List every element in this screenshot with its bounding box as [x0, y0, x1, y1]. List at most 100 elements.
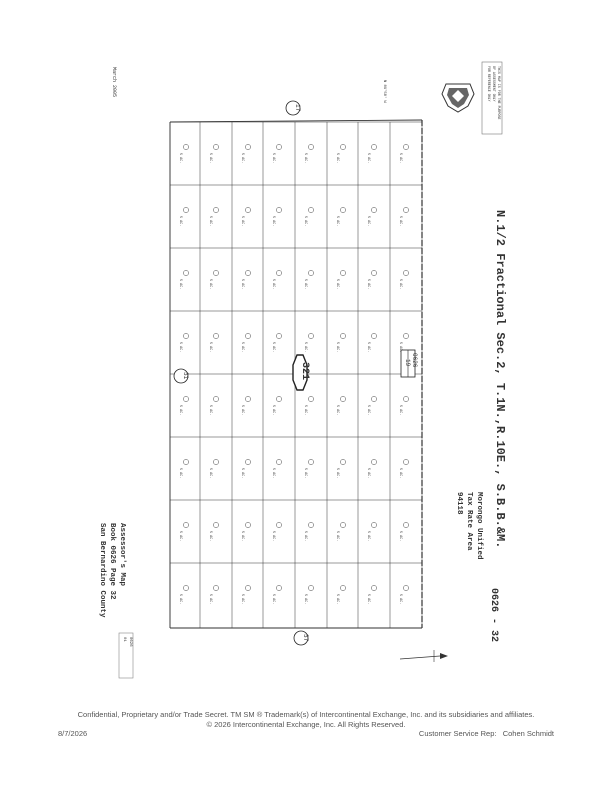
- parcel-label: 5 AC.: [208, 144, 219, 163]
- svg-text:5 AC.: 5 AC.: [271, 531, 275, 541]
- parcel-label: 5 AC.: [398, 522, 409, 541]
- parcel-label: 5 AC.: [335, 522, 346, 541]
- svg-text:5 AC.: 5 AC.: [178, 153, 182, 163]
- svg-text:5 AC.: 5 AC.: [366, 405, 370, 415]
- parcel-label: 5 AC.: [303, 333, 314, 352]
- rep-label: Customer Service Rep:: [418, 729, 497, 738]
- parcel-label: 5 AC.: [303, 207, 314, 226]
- parcel-label: 5 AC.: [303, 396, 314, 415]
- circle-label-37: 37: [293, 630, 309, 646]
- svg-text:5 AC.: 5 AC.: [303, 279, 307, 289]
- parcel-label: 5 AC.: [366, 270, 377, 289]
- top-stamp: 0626 19: [400, 349, 418, 378]
- svg-text:19: 19: [404, 359, 411, 367]
- svg-text:01: 01: [122, 637, 126, 642]
- district-line-1: Morongo Unified: [475, 492, 483, 560]
- assessor-line-3: San Bernardino County: [98, 523, 106, 618]
- svg-text:5 AC.: 5 AC.: [398, 342, 402, 352]
- svg-text:5 AC.: 5 AC.: [335, 279, 339, 289]
- svg-text:5 AC.: 5 AC.: [208, 594, 212, 604]
- svg-text:5 AC.: 5 AC.: [335, 531, 339, 541]
- svg-text:5 AC.: 5 AC.: [335, 468, 339, 478]
- svg-text:5 AC.: 5 AC.: [240, 342, 244, 352]
- book-badge: 321: [292, 354, 310, 391]
- parcel-label: 5 AC.: [335, 207, 346, 226]
- parcel-label: 5 AC.: [271, 144, 282, 163]
- parcel-label: 5 AC.: [303, 459, 314, 478]
- svg-text:5 AC.: 5 AC.: [208, 405, 212, 415]
- svg-text:5 AC.: 5 AC.: [303, 216, 307, 226]
- parcel-label: 5 AC.: [178, 459, 189, 478]
- svg-text:5 AC.: 5 AC.: [271, 342, 275, 352]
- svg-text:5 AC.: 5 AC.: [240, 405, 244, 415]
- parcel-label: 5 AC.: [335, 144, 346, 163]
- parcel-label: 5 AC.: [335, 333, 346, 352]
- parcel-label: 5 AC.: [335, 270, 346, 289]
- parcel-label: 5 AC.: [208, 333, 219, 352]
- parcel-grid: 5 AC. 5 AC. 5 AC. 5 AC. 5 AC. 5 AC. 5 AC. 5 AC.…: [169, 119, 423, 629]
- parcel-label: 5 AC.: [303, 585, 314, 604]
- svg-text:5 AC.: 5 AC.: [208, 279, 212, 289]
- parcel-label: 5 AC.: [366, 585, 377, 604]
- svg-text:5 AC.: 5 AC.: [335, 405, 339, 415]
- parcel-label: 5 AC.: [398, 459, 409, 478]
- parcel-label: 5 AC.: [240, 522, 251, 541]
- svg-text:5 AC.: 5 AC.: [303, 594, 307, 604]
- parcel-label: 5 AC.: [271, 333, 282, 352]
- circle-label-17: 17: [285, 100, 301, 116]
- svg-text:5 AC.: 5 AC.: [366, 594, 370, 604]
- parcel-label: 5 AC.: [398, 585, 409, 604]
- assessor-parcel-map: N.1/2 Fractional Sec.2, T.1N.,R.10E., S.…: [98, 61, 507, 679]
- svg-text:5 AC.: 5 AC.: [398, 216, 402, 226]
- parcel-label: 5 AC.: [240, 144, 251, 163]
- svg-text:5 AC.: 5 AC.: [178, 594, 182, 604]
- county-seal-icon: [441, 83, 475, 113]
- svg-text:5 AC.: 5 AC.: [398, 531, 402, 541]
- parcel-label: 5 AC.: [240, 207, 251, 226]
- svg-text:5 AC.: 5 AC.: [366, 279, 370, 289]
- svg-text:17: 17: [294, 104, 301, 112]
- svg-text:5 AC.: 5 AC.: [208, 342, 212, 352]
- parcel-label: 5 AC.: [271, 522, 282, 541]
- svg-text:5 AC.: 5 AC.: [208, 153, 212, 163]
- parcel-label: 5 AC.: [178, 144, 189, 163]
- svg-text:5 AC.: 5 AC.: [240, 216, 244, 226]
- svg-text:5 AC.: 5 AC.: [303, 405, 307, 415]
- svg-text:5 AC.: 5 AC.: [398, 594, 402, 604]
- parcel-label: 5 AC.: [398, 270, 409, 289]
- parcel-label: 5 AC.: [271, 270, 282, 289]
- reference-box: [481, 61, 503, 135]
- map-title: N.1/2 Fractional Sec.2, T.1N.,R.10E., S.…: [493, 210, 507, 548]
- svg-text:5 AC.: 5 AC.: [178, 531, 182, 541]
- assessor-line-2: Book 0626 Page 32: [108, 523, 116, 600]
- parcel-label: 5 AC.: [178, 333, 189, 352]
- parcel-label: 5 AC.: [398, 333, 409, 352]
- svg-text:5 AC.: 5 AC.: [303, 468, 307, 478]
- parcel-label: 5 AC.: [366, 207, 377, 226]
- svg-text:0626: 0626: [411, 353, 418, 368]
- assessor-line-1: Assessor's Map: [118, 523, 126, 587]
- parcel-label: 5 AC.: [208, 270, 219, 289]
- svg-text:37: 37: [302, 634, 309, 642]
- svg-text:5 AC.: 5 AC.: [178, 468, 182, 478]
- parcel-label: 5 AC.: [271, 396, 282, 415]
- svg-text:5 AC.: 5 AC.: [271, 153, 275, 163]
- footer-copyright-line: © 2026 Intercontinental Exchange, Inc. A…: [206, 720, 406, 729]
- svg-text:5 AC.: 5 AC.: [398, 153, 402, 163]
- svg-text:5 AC.: 5 AC.: [303, 342, 307, 352]
- north-arrow-icon: [399, 650, 448, 662]
- svg-text:5 AC.: 5 AC.: [208, 216, 212, 226]
- svg-text:5 AC.: 5 AC.: [366, 531, 370, 541]
- parcel-label: 5 AC.: [208, 459, 219, 478]
- svg-text:5 AC.: 5 AC.: [398, 405, 402, 415]
- reference-text-2: OF ASSESSMENT ONLY: [492, 66, 496, 102]
- parcel-label: 5 AC.: [398, 396, 409, 415]
- parcel-label: 5 AC.: [208, 585, 219, 604]
- rep-name: Cohen Schmidt: [502, 729, 554, 738]
- parcel-label: 5 AC.: [303, 270, 314, 289]
- parcel-label: 5 AC.: [366, 333, 377, 352]
- svg-text:0626: 0626: [128, 637, 132, 647]
- parcel-label: 5 AC.: [335, 585, 346, 604]
- svg-text:5 AC.: 5 AC.: [271, 405, 275, 415]
- svg-text:5 AC.: 5 AC.: [335, 216, 339, 226]
